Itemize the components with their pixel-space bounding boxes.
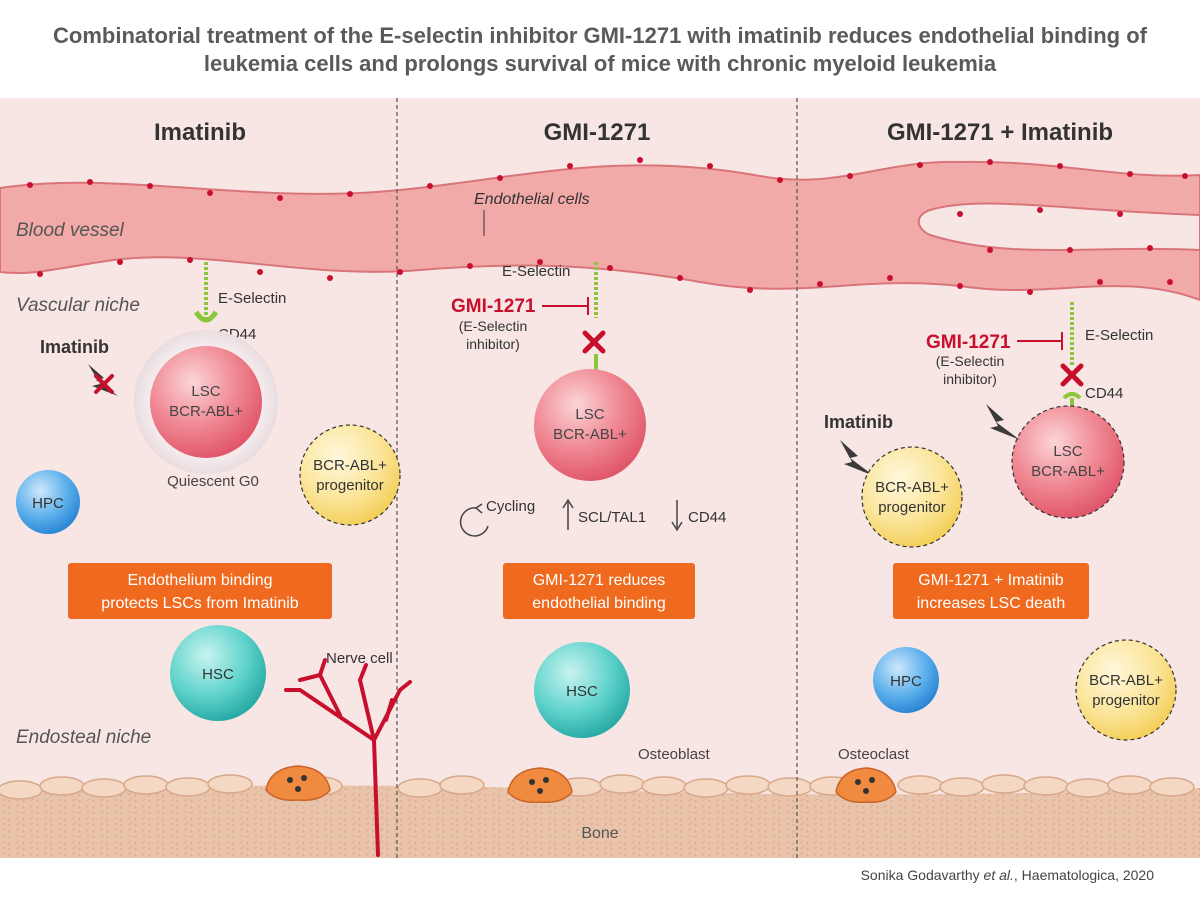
inhibitor-label-right-1: (E-Selectin xyxy=(936,353,1004,369)
cycling-arrowhead-icon xyxy=(474,503,483,514)
inhibitor-label-mid-1: (E-Selectin xyxy=(459,318,527,334)
lsc-cell-mid xyxy=(534,369,646,481)
hsc-label: HSC xyxy=(202,666,234,683)
hpc-label: HPC xyxy=(32,495,64,512)
callout-imatinib-2: protects LSCs from Imatinib xyxy=(101,595,299,612)
figure-title-line-1: Combinatorial treatment of the E-selecti… xyxy=(53,23,1147,48)
label-imatinib-right: Imatinib xyxy=(824,412,893,432)
bone-layer xyxy=(0,785,1200,858)
cd44-receptor xyxy=(193,310,219,323)
cd44-receptor-right xyxy=(1062,392,1082,400)
lsc-cell xyxy=(150,346,262,458)
label-endothelial-cells: Endothelial cells xyxy=(474,191,590,208)
hsc-cell xyxy=(170,625,266,721)
panel-heading-gmi: GMI-1271 xyxy=(544,119,651,146)
callout-combination-2: increases LSC death xyxy=(917,595,1066,612)
label-e-selectin-mid: E-Selectin xyxy=(502,263,570,280)
label-vascular-niche: Vascular niche xyxy=(16,295,140,316)
blocked-x-icon-mid xyxy=(582,330,606,354)
label-cd44-mid: CD44 xyxy=(688,509,726,526)
lsc-label-1: LSC xyxy=(191,383,220,400)
citation-etal: et al. xyxy=(984,867,1014,883)
blocked-x-icon xyxy=(94,374,114,394)
progenitor-label-2: progenitor xyxy=(316,477,384,494)
inhibitor-label-right-2: inhibitor) xyxy=(943,371,997,387)
callout-box-combination xyxy=(893,563,1089,619)
label-cd44-right: CD44 xyxy=(1085,385,1123,402)
cycling-arrow-icon xyxy=(459,507,489,537)
blood-vessel xyxy=(0,160,1200,302)
lsc-label-2: BCR-ABL+ xyxy=(169,403,243,420)
imatinib-lightning-icon xyxy=(88,364,118,396)
label-scl-tal1: SCL/TAL1 xyxy=(578,509,646,526)
panel-heading-imatinib: Imatinib xyxy=(154,119,246,146)
progenitor-right2-label-1: BCR-ABL+ xyxy=(1089,672,1163,689)
label-gmi-mid: GMI-1271 xyxy=(451,296,536,317)
label-cycling: Cycling xyxy=(486,498,535,515)
hsc-label-mid: HSC xyxy=(566,683,598,700)
label-blood-vessel: Blood vessel xyxy=(16,220,125,241)
label-imatinib: Imatinib xyxy=(40,337,109,357)
label-endosteal-niche: Endosteal niche xyxy=(16,727,151,748)
hsc-cell-mid xyxy=(534,642,630,738)
lsc-cell-right xyxy=(1011,405,1125,519)
callout-gmi-1: GMI-1271 reduces xyxy=(533,572,666,589)
progenitor-right-label-1: BCR-ABL+ xyxy=(875,479,949,496)
citation: Sonika Godavarthy et al., Haematologica,… xyxy=(861,867,1155,883)
callout-box-imatinib xyxy=(68,563,332,619)
nerve-cell xyxy=(284,658,412,857)
blocked-x-icon-right xyxy=(1060,363,1084,387)
callout-imatinib-1: Endothelium binding xyxy=(128,572,273,589)
label-osteoblast: Osteoblast xyxy=(638,746,711,763)
label-osteoclast: Osteoclast xyxy=(838,746,910,763)
osteoblast-lining xyxy=(0,774,1195,800)
callout-combination-1: GMI-1271 + Imatinib xyxy=(918,572,1064,589)
callout-gmi-2: endothelial binding xyxy=(532,595,665,612)
panel-heading-combination: GMI-1271 + Imatinib xyxy=(887,119,1113,146)
osteoclast-mid xyxy=(507,767,573,804)
label-gmi-right: GMI-1271 xyxy=(926,332,1011,353)
up-arrowhead-icon xyxy=(562,498,574,509)
callout-box-gmi xyxy=(503,563,695,619)
label-quiescent: Quiescent G0 xyxy=(167,473,259,490)
hpc-cell xyxy=(16,470,80,534)
citation-source: , Haematologica, 2020 xyxy=(1014,867,1154,883)
inhibitor-label-mid-2: inhibitor) xyxy=(466,336,520,352)
osteoclast-right xyxy=(835,767,897,804)
hpc-cell-right xyxy=(873,647,939,713)
lsc-label-mid-2: BCR-ABL+ xyxy=(553,426,627,443)
progenitor-cell-right xyxy=(861,446,963,548)
progenitor-right-label-2: progenitor xyxy=(878,499,946,516)
osteoclast-left xyxy=(265,765,331,802)
endothelial-nuclei xyxy=(27,157,1188,295)
lsc-label-right-1: LSC xyxy=(1053,443,1082,460)
label-bone: Bone xyxy=(581,825,618,842)
progenitor-label-1: BCR-ABL+ xyxy=(313,457,387,474)
label-e-selectin: E-Selectin xyxy=(218,290,286,307)
label-nerve-cell: Nerve cell xyxy=(326,650,393,667)
progenitor-right2-label-2: progenitor xyxy=(1092,692,1160,709)
lsc-label-right-2: BCR-ABL+ xyxy=(1031,463,1105,480)
vessel-branch-gap xyxy=(917,202,1200,252)
lsc-label-mid-1: LSC xyxy=(575,406,604,423)
citation-author: Sonika Godavarthy xyxy=(861,867,984,883)
imatinib-lightning-icon-lsc xyxy=(986,404,1020,440)
label-e-selectin-right: E-Selectin xyxy=(1085,327,1153,344)
hpc-label-right: HPC xyxy=(890,673,922,690)
progenitor-cell xyxy=(299,424,401,526)
figure-title-line-2: leukemia cells and prolongs survival of … xyxy=(203,51,997,76)
down-arrowhead-icon xyxy=(671,521,683,532)
imatinib-lightning-icon-progenitor xyxy=(840,440,874,476)
progenitor-cell-right-2 xyxy=(1075,639,1177,741)
